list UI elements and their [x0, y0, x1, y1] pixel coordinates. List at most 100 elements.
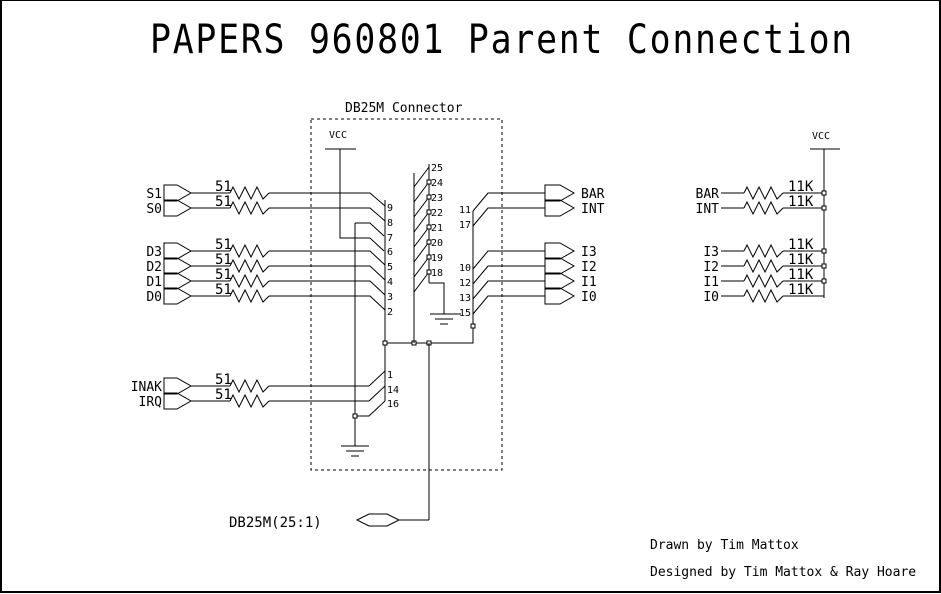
wire [472, 280, 545, 300]
input-port-icon [163, 287, 193, 305]
signal-label: D1 [146, 275, 162, 290]
designed-by: Designed by Tim Mattox & Ray Hoare [650, 565, 916, 580]
junction [821, 190, 827, 196]
ground-pin-19: 19 [413, 253, 443, 278]
left-pin-labels: 9 8 7 6 5 4 3 2 [387, 203, 393, 318]
resistor-value: 11K [788, 179, 814, 195]
drawn-by: Drawn by Tim Mattox [650, 538, 799, 553]
resistor-icon [229, 258, 270, 274]
wire [269, 280, 386, 296]
input-port-icon [163, 257, 193, 275]
resistor-value: 51 [215, 282, 232, 298]
output-port-icon [544, 184, 576, 202]
junction [426, 239, 432, 245]
connector-boundary [310, 118, 503, 471]
pin-label: 4 [387, 277, 393, 288]
pin-label: 10 [459, 263, 471, 274]
junction [426, 269, 432, 275]
junction [426, 224, 432, 230]
resistor-icon [229, 243, 270, 259]
signal-label: S1 [146, 187, 162, 202]
input-row-s1: S1 51 [146, 179, 386, 207]
resistor-value: 11K [788, 267, 814, 283]
ground-icon [430, 313, 458, 325]
connector-label: DB25M Connector [345, 101, 463, 116]
signal-label: BAR [581, 187, 605, 202]
pullup-row-i0: I0 11K [703, 282, 824, 305]
ground-pin-23: 23 [413, 193, 443, 218]
pin-label: 23 [431, 193, 443, 204]
pin-label: 21 [431, 223, 443, 234]
resistor-icon [229, 378, 270, 394]
pin-label: 9 [387, 203, 393, 214]
wire [472, 295, 545, 315]
input-port-icon [163, 392, 193, 410]
resistor-icon [229, 200, 270, 216]
wire [269, 295, 386, 311]
junction [426, 209, 432, 215]
pin-label: 24 [431, 178, 443, 189]
pin-label: 8 [387, 218, 393, 229]
junction [470, 323, 476, 329]
output-row-i3: 10 I3 [459, 242, 597, 274]
bus-port-icon [355, 513, 401, 527]
pin-label: 14 [387, 385, 399, 396]
pin1-wire [368, 370, 386, 387]
ground-pin-21: 21 [413, 223, 443, 248]
pullup-row-i3: I3 11K [703, 237, 827, 260]
resistor-value: 11K [788, 282, 814, 298]
junction [426, 194, 432, 200]
resistor-icon [743, 243, 784, 259]
input-port-icon [163, 272, 193, 290]
signal-label: I0 [703, 290, 719, 305]
input-port-icon [163, 184, 193, 202]
output-port-icon [544, 272, 576, 290]
pin-label: 13 [459, 293, 471, 304]
input-port-icon [163, 199, 193, 217]
signal-label: I2 [581, 260, 597, 275]
signal-label: I3 [581, 245, 597, 260]
resistor-value: 51 [215, 194, 232, 210]
wire [472, 192, 545, 212]
pin-label: 1 [387, 370, 393, 381]
output-row-i1: 13 I1 [459, 272, 597, 304]
wire [269, 250, 386, 266]
signal-label: I2 [703, 260, 719, 275]
ground-pin-20: 20 [413, 238, 443, 263]
signal-label: INAK [131, 380, 162, 395]
ground-pin-22: 22 [413, 208, 443, 233]
pin-label: 16 [387, 399, 399, 410]
resistor-icon [743, 185, 784, 201]
resistor-value: 11K [788, 194, 814, 210]
resistor-value: 51 [215, 387, 232, 403]
signal-label: I1 [581, 275, 597, 290]
output-port-icon [544, 287, 576, 305]
pin-label: 25 [431, 163, 443, 174]
pullup-row-int: INT 11K [696, 194, 827, 217]
pin-label: 5 [387, 262, 393, 273]
output-port-icon [544, 242, 576, 260]
ground-pin-wire [429, 282, 445, 314]
signal-label: INT [696, 202, 720, 217]
wire [472, 265, 545, 285]
resistor-value: 51 [215, 267, 232, 283]
pullup-vcc-label: VCC [812, 131, 830, 142]
page-title: PAPERS 960801 Parent Connection [150, 17, 854, 63]
signal-label: I3 [703, 245, 719, 260]
resistor-value: 11K [788, 237, 814, 253]
bottom-bus [385, 326, 474, 344]
output-port-icon [544, 257, 576, 275]
resistor-icon [743, 273, 784, 289]
resistor-icon [743, 200, 784, 216]
